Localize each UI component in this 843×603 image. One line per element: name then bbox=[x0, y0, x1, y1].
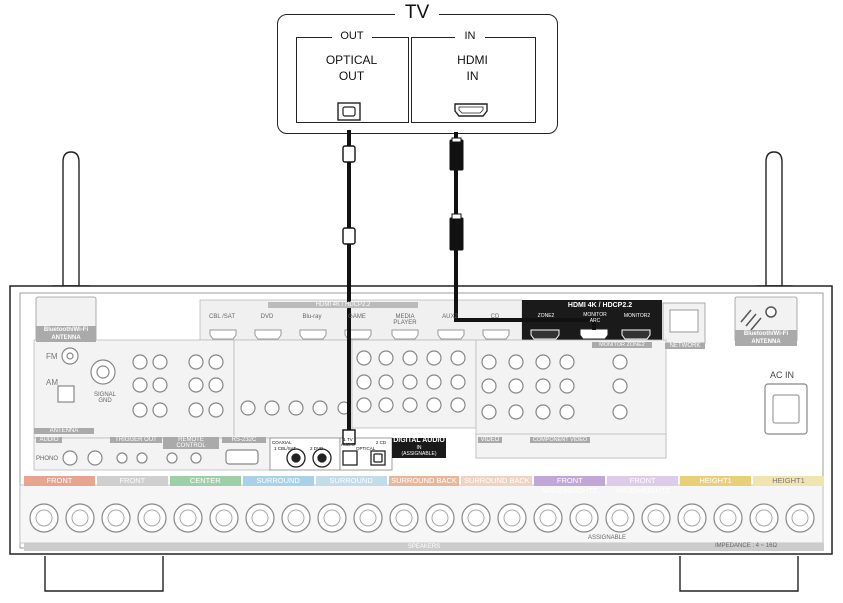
remote-control-label: REMOTE CONTROL bbox=[163, 437, 219, 449]
speaker-band-front-l: FRONT bbox=[96, 476, 168, 486]
speaker-band-front-r: FRONT bbox=[24, 476, 95, 486]
speaker-band-surround-back-l: SURROUND BACK bbox=[461, 476, 533, 486]
audio-label: AUDIO bbox=[36, 437, 62, 443]
tv-hdmi-in-label-1: HDMI bbox=[457, 53, 488, 67]
optical-input-2-label: 2 CD bbox=[375, 440, 387, 445]
hdmi-inputs-header: HDMI 4K / HDCP2.2 bbox=[268, 302, 418, 308]
monitor-arc-label: MONITOR ARC bbox=[583, 312, 607, 324]
coax-input-2-label: 2 DVD bbox=[310, 446, 324, 451]
speaker-band-surround-l: SURROUND bbox=[315, 476, 387, 486]
hdmi-input-5: MEDIA PLAYER bbox=[393, 314, 417, 326]
component-video-label: COMPONENT VIDEO bbox=[530, 437, 590, 443]
hdmi-monitor-header: HDMI 4K / HDCP2.2 bbox=[567, 302, 633, 309]
optical-label: OPTICAL bbox=[356, 446, 376, 451]
rs232c-label: RS-232C bbox=[222, 437, 266, 443]
tv-in-header: IN bbox=[455, 30, 485, 42]
ac-in-label: AC IN bbox=[770, 370, 795, 380]
digital-audio-in-label: IN bbox=[416, 445, 422, 451]
hdmi-input-7: CD bbox=[490, 314, 500, 320]
monitor2-label: MONITOR2 bbox=[623, 313, 651, 319]
impedance-label: IMPEDANCE : 4 ~ 16Ω bbox=[715, 543, 778, 549]
hdmi-input-2: DVD bbox=[260, 314, 274, 320]
digital-audio-label: DIGITAL AUDIO bbox=[393, 437, 445, 444]
trigger-out-label: TRIGGER OUT bbox=[110, 437, 162, 443]
left-antenna bbox=[52, 151, 90, 295]
digital-audio-block bbox=[392, 438, 446, 458]
hdmi-input-1: CBL /SAT bbox=[208, 314, 235, 320]
video-label: VIDEO bbox=[478, 437, 502, 443]
am-label: AM bbox=[46, 378, 58, 387]
optical-connectors bbox=[342, 145, 356, 445]
tv-hdmi-in-label-2: IN bbox=[466, 69, 479, 83]
network-label: NETWORK bbox=[665, 343, 705, 349]
tv-optical-out-port-icon bbox=[337, 102, 361, 121]
speaker-channel-bands: FRONT FRONT CENTER SURROUND SURROUND SUR… bbox=[24, 476, 824, 495]
bt-antenna-label-right: Bluetooth/Wi-Fi ANTENNA bbox=[735, 330, 797, 346]
hdmi-input-3: Blu-ray bbox=[302, 314, 322, 320]
tv-optical-out-label-2: OUT bbox=[338, 69, 365, 83]
optical-input-jacks bbox=[342, 450, 386, 466]
tv-out-header: OUT bbox=[332, 30, 372, 42]
speaker-terminals bbox=[19, 484, 824, 544]
tv-hdmi-in-port-icon bbox=[454, 103, 488, 117]
bluetooth-wifi-icon bbox=[740, 306, 777, 331]
speaker-band-front-wide-r: FRONT WIDE/HEIGHT2 bbox=[534, 476, 606, 495]
hdmi-input-6: AUX2 bbox=[442, 314, 458, 320]
analog-audio-jacks bbox=[132, 350, 628, 420]
zone2-label: ZONE2 bbox=[537, 313, 555, 319]
optical-input-1-label: 1 TV AUDIO bbox=[340, 437, 356, 447]
coaxial-label: COAXIAL bbox=[272, 440, 292, 445]
tv-optical-out-label-1: OPTICAL bbox=[325, 53, 378, 67]
fm-label: FM bbox=[46, 352, 58, 361]
speakers-label: SPEAKERS bbox=[24, 543, 824, 551]
digital-audio-assignable-label: (ASSIGNABLE) bbox=[401, 451, 437, 457]
speaker-band-surround-r: SURROUND bbox=[242, 476, 314, 486]
speaker-band-height1-l: HEIGHT1 bbox=[753, 476, 824, 486]
assignable-label: ASSIGNABLE bbox=[588, 535, 627, 541]
coaxial-jacks bbox=[286, 448, 332, 468]
hdmi-input-4: GAME bbox=[348, 314, 366, 320]
right-antenna bbox=[755, 151, 793, 295]
hdmi-input-ports bbox=[209, 329, 510, 340]
bt-antenna-label-left: Bluetooth/Wi-Fi ANTENNA bbox=[36, 326, 96, 342]
monitor-zone2-label: MONITOR ZONE2 bbox=[592, 342, 652, 348]
speaker-band-height1-r: HEIGHT1 bbox=[680, 476, 752, 486]
antenna-label: ANTENNA bbox=[34, 428, 94, 434]
speaker-band-surround-back-r: SURROUND BACK bbox=[388, 476, 460, 486]
speaker-band-center: CENTER bbox=[169, 476, 241, 486]
speaker-band-front-wide-l: FRONT WIDE/HEIGHT2 bbox=[607, 476, 679, 495]
hdmi-monitor-ports bbox=[530, 328, 651, 340]
signal-gnd-label: SIGNAL GND bbox=[93, 392, 116, 404]
coax-input-1-label: 1 CBL/SAT bbox=[274, 446, 297, 451]
receiver-feet bbox=[44, 556, 799, 592]
phono-label: PHONO bbox=[36, 456, 59, 462]
hdmi-connectors bbox=[449, 137, 464, 251]
tv-title: TV bbox=[395, 2, 439, 24]
